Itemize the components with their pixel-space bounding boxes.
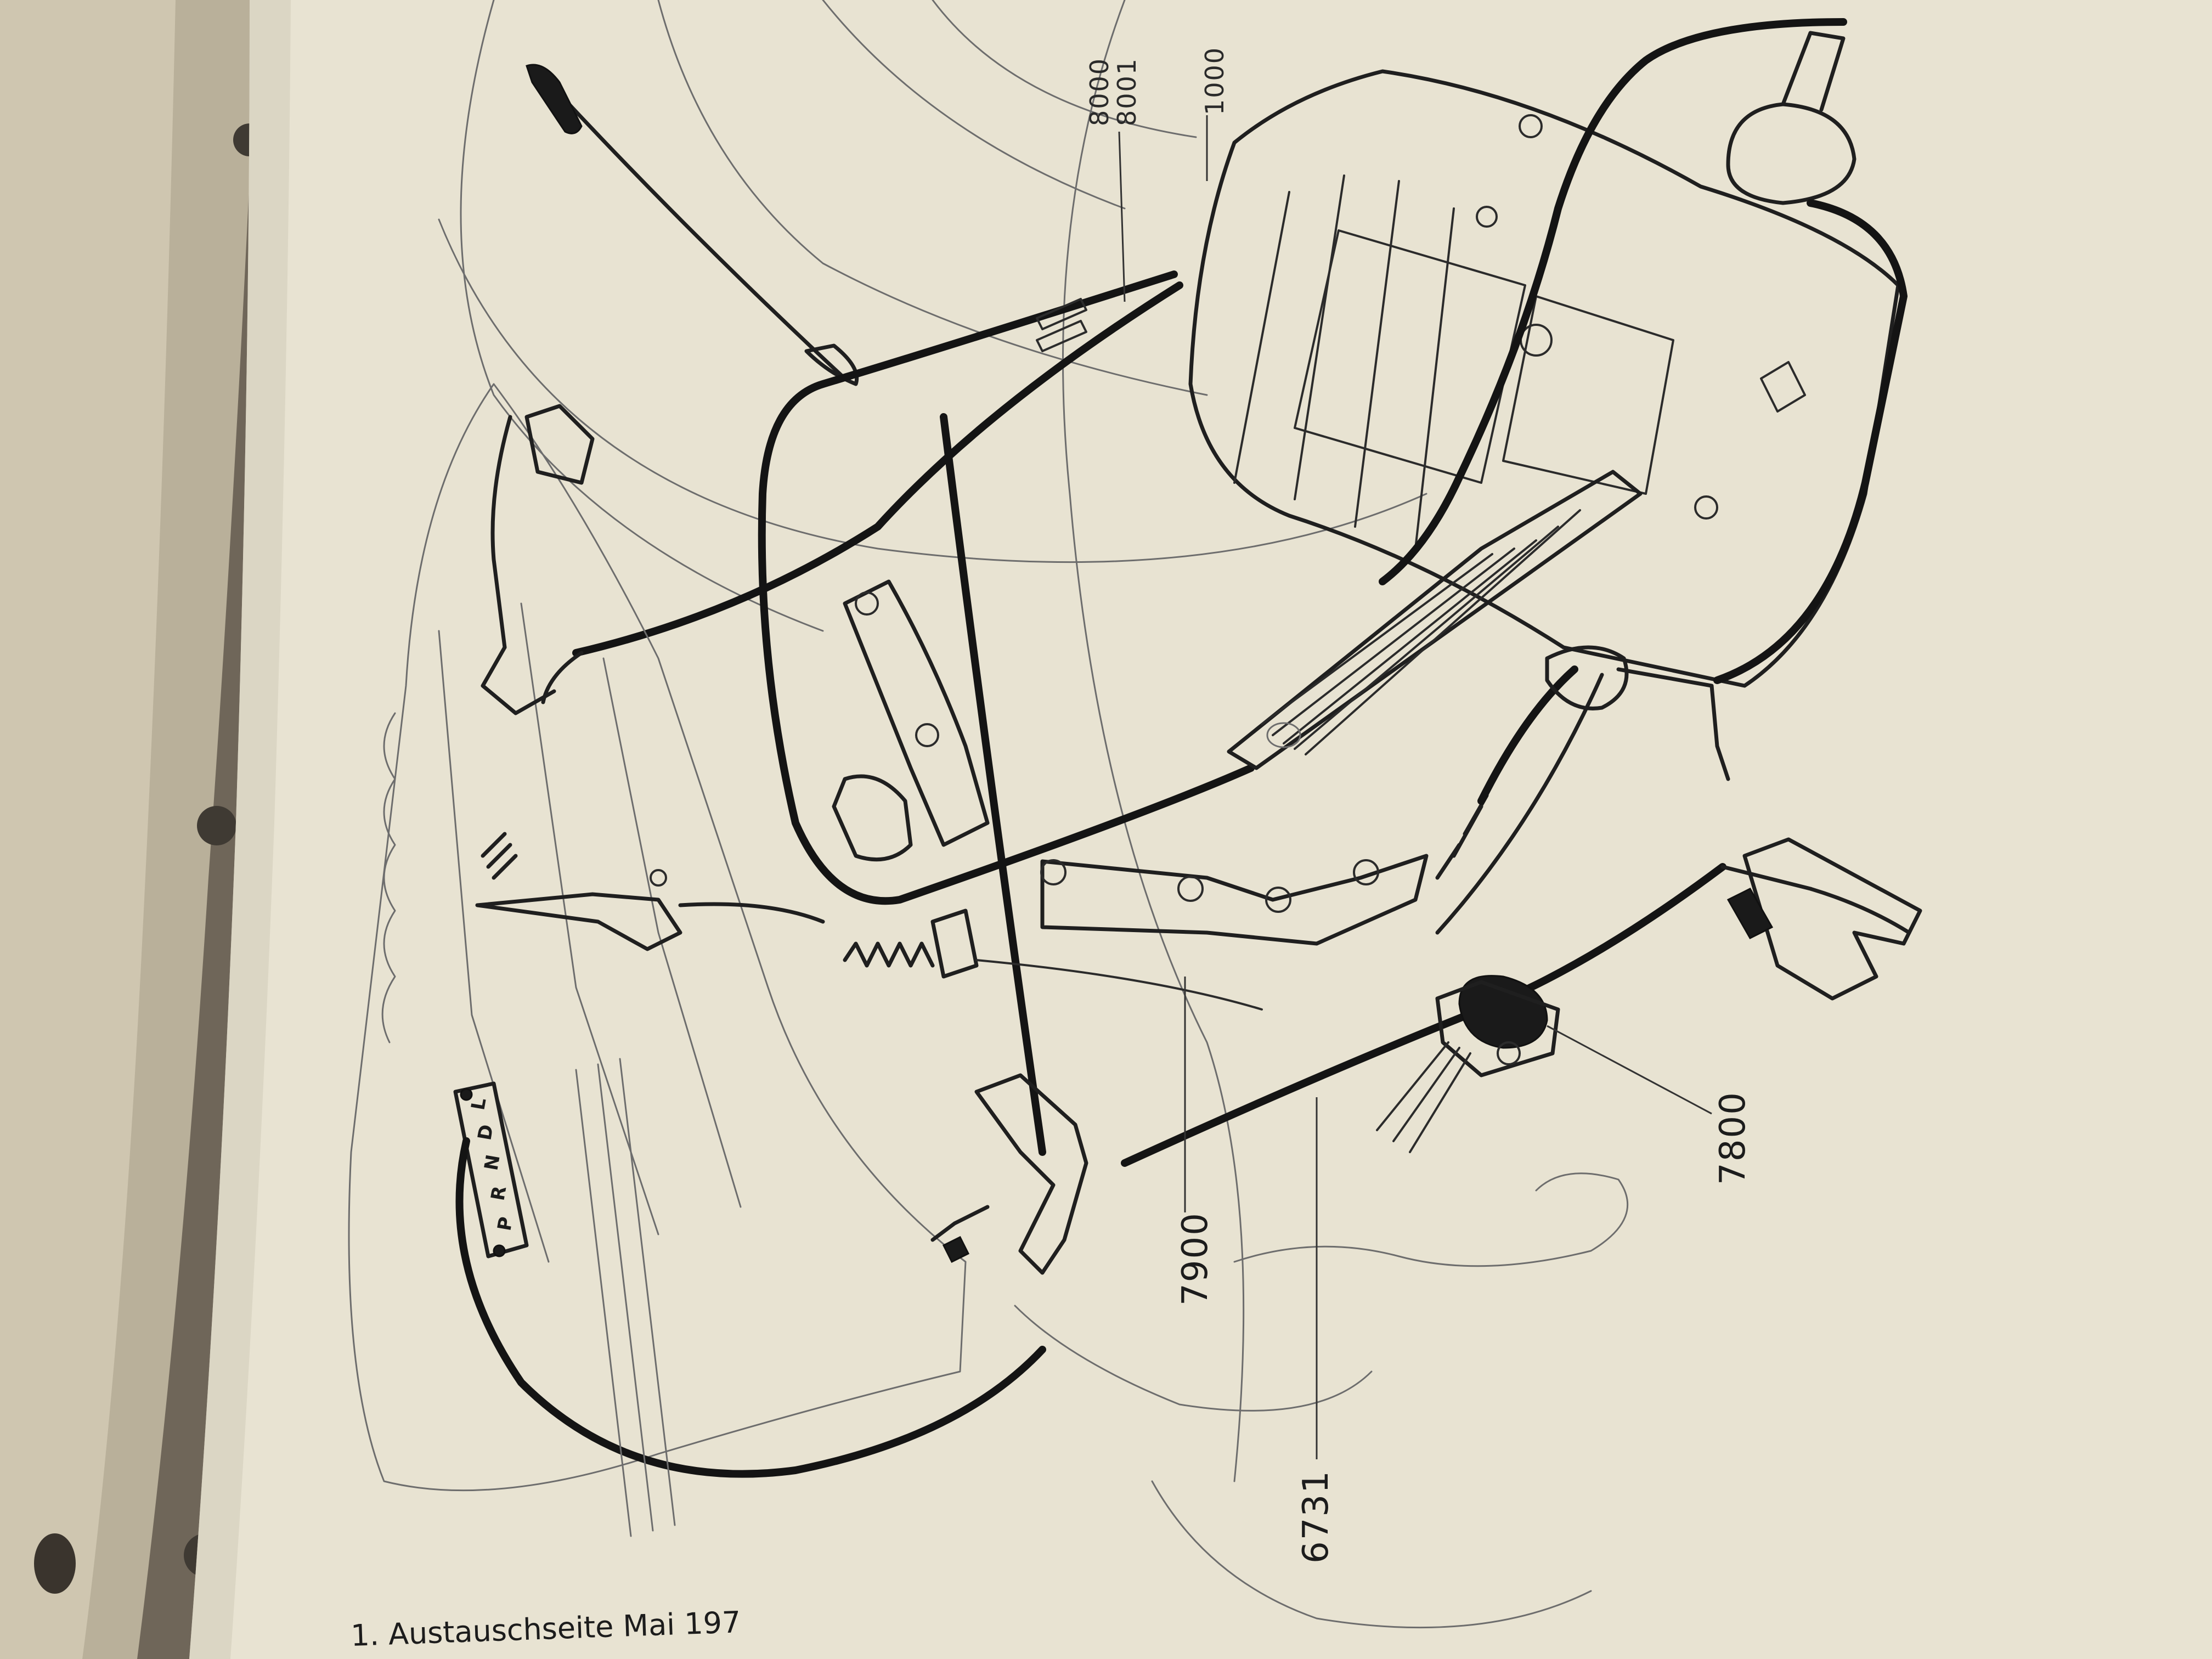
fuel-lines bbox=[575, 1058, 676, 1537]
throttle-lever-left bbox=[475, 892, 682, 951]
floor-contour-3 bbox=[822, 0, 1126, 210]
selector-screw-top bbox=[460, 1088, 473, 1101]
transmission-bolt-4 bbox=[1694, 495, 1718, 520]
indicator-cable bbox=[455, 1137, 1046, 1478]
switch-7800-bracket bbox=[1435, 980, 1560, 1077]
pedal-pivot-mark bbox=[1266, 722, 1301, 748]
leader-7800 bbox=[1547, 1025, 1712, 1115]
center-spring bbox=[843, 941, 935, 968]
floor-contour-4 bbox=[932, 0, 1197, 138]
label-6731: 6731 bbox=[1296, 1470, 1336, 1564]
engine-bumps bbox=[381, 712, 396, 1043]
ref-labels-top: 8000 8001 1000 bbox=[1085, 47, 1229, 126]
label-7900: 7900 bbox=[1175, 1212, 1216, 1306]
label-1000: 1000 bbox=[1200, 47, 1229, 115]
rear-floor-outline-3 bbox=[1151, 1480, 1592, 1629]
label-7800: 7800 bbox=[1713, 1091, 1753, 1185]
binder-hole-2 bbox=[197, 806, 236, 845]
leader-8000 bbox=[1118, 131, 1126, 302]
left-linkage-bracket bbox=[524, 404, 595, 485]
floor-contour-5 bbox=[1062, 0, 1245, 1482]
switch-7800-terminal bbox=[1497, 1041, 1521, 1065]
transmission-ribs-3 bbox=[1354, 180, 1400, 528]
bracket-bolt-2 bbox=[915, 723, 939, 747]
left-linkage-vertical bbox=[490, 415, 512, 650]
linkage-rod-right-2 bbox=[1435, 673, 1604, 935]
clamp-upper-1 bbox=[1036, 298, 1087, 330]
floor-bolt-3 bbox=[1265, 887, 1291, 913]
floor-bolt-1 bbox=[1040, 859, 1066, 885]
engine-block-detail-1 bbox=[438, 630, 550, 1263]
transmission-bolt-2 bbox=[1476, 206, 1498, 228]
gear-lever-rod bbox=[546, 80, 847, 381]
linkage-rod-right bbox=[1477, 665, 1578, 805]
clamp-upper-2 bbox=[1036, 320, 1087, 352]
selector-rod-vertical bbox=[940, 413, 1046, 1156]
selector-plate-outline bbox=[453, 1081, 529, 1259]
pivot-arm-right bbox=[1616, 667, 1730, 781]
paper-page bbox=[189, 0, 2212, 1659]
rear-floor-outline bbox=[1233, 1172, 1629, 1267]
pedal-rib-1 bbox=[1261, 553, 1493, 725]
label-8001: 8001 bbox=[1112, 58, 1142, 126]
vacuum-modulator-neck bbox=[1781, 31, 1846, 112]
cable-7900 bbox=[975, 959, 1263, 1011]
pedal-rib-3 bbox=[1283, 539, 1537, 744]
selector-screw-bottom bbox=[493, 1244, 506, 1257]
center-spring-bracket bbox=[930, 909, 979, 979]
floor-bolt-4 bbox=[1353, 859, 1379, 885]
transmission-pan-edge bbox=[1713, 199, 1908, 684]
bracket-arm bbox=[843, 579, 990, 847]
switch-7800-body bbox=[1458, 975, 1548, 1049]
right-mount-bracket bbox=[1742, 837, 1922, 1001]
bracket-bolt-1 bbox=[855, 591, 879, 616]
binder-page-edge bbox=[0, 0, 176, 1659]
engine-block-outline bbox=[348, 383, 967, 1492]
pedal-rib-4 bbox=[1294, 526, 1559, 750]
linkage-cable-main bbox=[572, 281, 1183, 657]
gear-lever-knob bbox=[526, 64, 583, 134]
throttle-spring-left bbox=[481, 832, 518, 880]
technical-diagram: P R N D L bbox=[348, 0, 1922, 1629]
floor-bracket bbox=[1040, 854, 1429, 946]
pedal-rib-5 bbox=[1305, 509, 1581, 755]
left-linkage-lower bbox=[481, 645, 556, 715]
transmission-bolt-1 bbox=[1519, 114, 1543, 138]
selector-letter-n: N bbox=[480, 1153, 504, 1172]
floor-bolt-2 bbox=[1177, 876, 1204, 902]
transmission-ribs-1 bbox=[1233, 191, 1290, 484]
label-8000: 8000 bbox=[1085, 58, 1114, 126]
brake-line-loop bbox=[758, 270, 1255, 905]
transmission-sensor bbox=[1760, 361, 1806, 413]
gear-lever-boot bbox=[804, 343, 859, 386]
floor-contour-2 bbox=[657, 0, 1208, 396]
transmission-panel-2 bbox=[1502, 295, 1674, 495]
throttle-linkage-to-center bbox=[678, 902, 825, 924]
selector-bracket-lower bbox=[974, 1073, 1088, 1275]
pivot-lever bbox=[1545, 645, 1629, 710]
gear-selector-plate bbox=[453, 1081, 529, 1259]
transmission-panel bbox=[1294, 229, 1526, 484]
cable-branch-right bbox=[1720, 865, 1911, 935]
page-shadow bbox=[189, 0, 291, 1659]
selector-letter-d: D bbox=[473, 1123, 498, 1142]
right-bracket-bolt bbox=[1726, 888, 1774, 939]
kickdown-cable-upper bbox=[1379, 18, 1847, 585]
rear-floor-outline-2 bbox=[1014, 1305, 1373, 1412]
vacuum-modulator-body bbox=[1726, 102, 1857, 205]
bracket-mount bbox=[832, 774, 913, 862]
switch-wires bbox=[1376, 1041, 1471, 1153]
selector-lower-link bbox=[930, 1205, 990, 1242]
engine-block-detail-3 bbox=[602, 657, 742, 1208]
pedal-rib-2 bbox=[1272, 548, 1515, 736]
transmission-housing bbox=[1188, 69, 1900, 688]
floor-contour-1 bbox=[460, 0, 824, 632]
transmission-ribs-4 bbox=[1414, 207, 1455, 550]
selector-lower-nut bbox=[942, 1235, 970, 1263]
floor-contour-6 bbox=[438, 218, 1427, 563]
binder-hole-shadow bbox=[34, 1533, 76, 1594]
throttle-bolt-left bbox=[650, 869, 667, 887]
transmission-ribs-2 bbox=[1294, 174, 1345, 500]
